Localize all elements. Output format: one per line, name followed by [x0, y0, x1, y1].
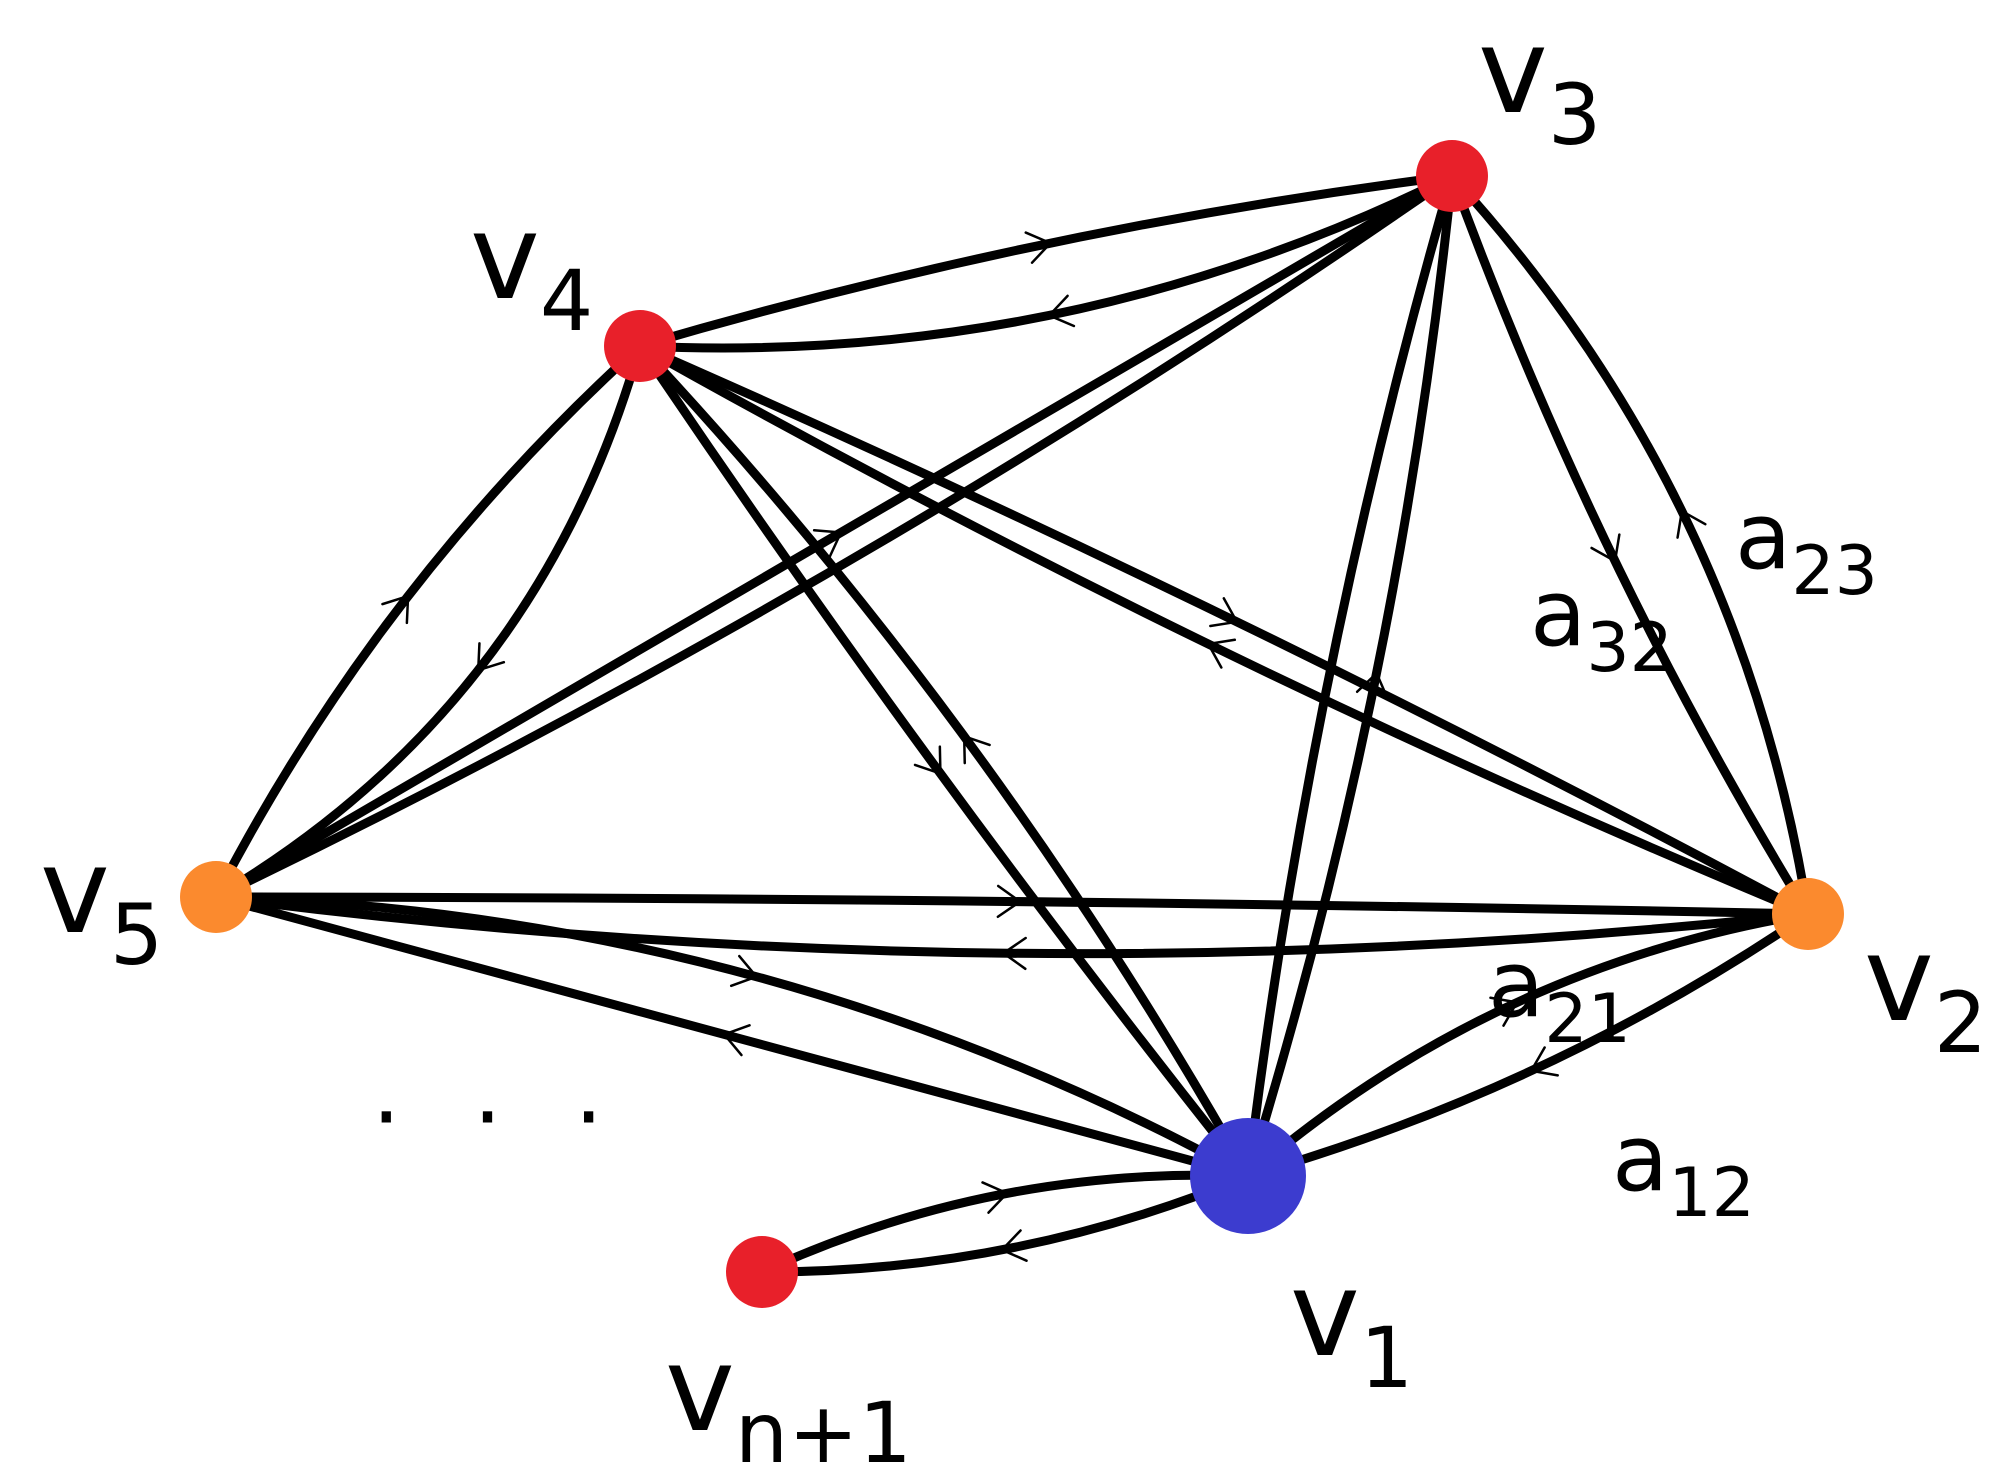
edge-v5-v2-6	[211, 892, 1813, 959]
edge-v1-vn1-21	[757, 1171, 1253, 1277]
arrowhead-v5-v1-8	[723, 1024, 751, 1057]
edge-v4-v3-1	[635, 171, 1457, 351]
arrowhead-v4-v3-1	[1024, 231, 1052, 264]
edge-v5-v1-8	[211, 892, 1253, 1181]
edge-v3-v2-16	[1447, 171, 1813, 919]
edge-v4-v2-10	[635, 341, 1813, 919]
arrowhead-v5-v2-7	[996, 884, 1022, 919]
edge-v5-v3-5	[211, 171, 1457, 902]
edge-label-a32: a32	[1530, 560, 1673, 688]
vertex-label-v1: v1	[1290, 1245, 1413, 1407]
edge-label-a21: a21	[1488, 931, 1631, 1059]
vertex-layer	[180, 140, 1844, 1308]
vertex-v2	[1772, 878, 1844, 950]
arrowhead-v1-vn1-20	[981, 1181, 1009, 1214]
vertex-v1	[1190, 1118, 1306, 1234]
arrowhead-v1-v2-19	[1489, 996, 1519, 1027]
arrowhead-v4-v2-10	[1207, 638, 1237, 669]
edge-label-a23: a23	[1735, 483, 1878, 611]
vertex-label-v4: v4	[470, 188, 593, 350]
edge-v5-v4-3	[211, 341, 645, 902]
vertex-v5	[180, 861, 252, 933]
edge-v5-v2-7	[211, 892, 1813, 919]
vertex-label-v5: v5	[40, 822, 163, 984]
vertex-label-vn1: vn+1	[665, 1320, 912, 1482]
arrowhead-v5-v1-9	[729, 954, 758, 988]
vertex-v3	[1416, 140, 1488, 212]
edge-v5-v1-9	[211, 892, 1253, 1181]
arrowhead-v4-v1-13	[962, 735, 991, 765]
arrowhead-v5-v4-2	[476, 642, 506, 672]
edge-v1-v2-19	[1243, 909, 1813, 1181]
edge-layer	[211, 171, 1813, 1277]
ellipsis: · · ·	[372, 1065, 625, 1170]
arrowhead-layer	[381, 231, 1707, 1262]
edge-v1-v2-18	[1243, 909, 1813, 1181]
vertex-vn1	[726, 1236, 798, 1308]
arrowhead-v5-v2-6	[1002, 936, 1027, 971]
arrowhead-v4-v3-0	[1047, 294, 1076, 328]
arrowhead-v4-v2-11	[1209, 597, 1239, 628]
edge-v3-v2-17	[1447, 171, 1813, 919]
edge-v4-v2-11	[635, 341, 1813, 919]
arrowhead-v4-v1-12	[913, 745, 942, 775]
arrowhead-v1-v2-18	[1529, 1046, 1559, 1077]
arrowhead-v3-v2-16	[1590, 533, 1621, 563]
edge-v5-v3-4	[211, 171, 1457, 902]
edge-v1-vn1-20	[757, 1170, 1253, 1277]
arrowhead-v3-v2-17	[1676, 509, 1707, 539]
edge-v5-v4-2	[211, 341, 645, 902]
edge-v4-v1-13	[635, 341, 1253, 1181]
edge-v3-v1-14	[1243, 171, 1457, 1181]
edge-v4-v3-0	[635, 171, 1457, 353]
edge-label-a12: a12	[1612, 1105, 1755, 1233]
vertex-label-v3: v3	[1478, 2, 1601, 164]
arrowhead-v3-v1-15	[1355, 672, 1389, 700]
arrowhead-v1-vn1-21	[1000, 1229, 1028, 1262]
edge-v3-v1-15	[1243, 171, 1457, 1181]
edge-v4-v1-12	[635, 341, 1253, 1181]
arrowhead-v5-v4-3	[381, 594, 410, 625]
vertex-label-v2: v2	[1864, 910, 1987, 1072]
vertex-v4	[604, 310, 676, 382]
arrowhead-v5-v3-4	[812, 529, 843, 559]
